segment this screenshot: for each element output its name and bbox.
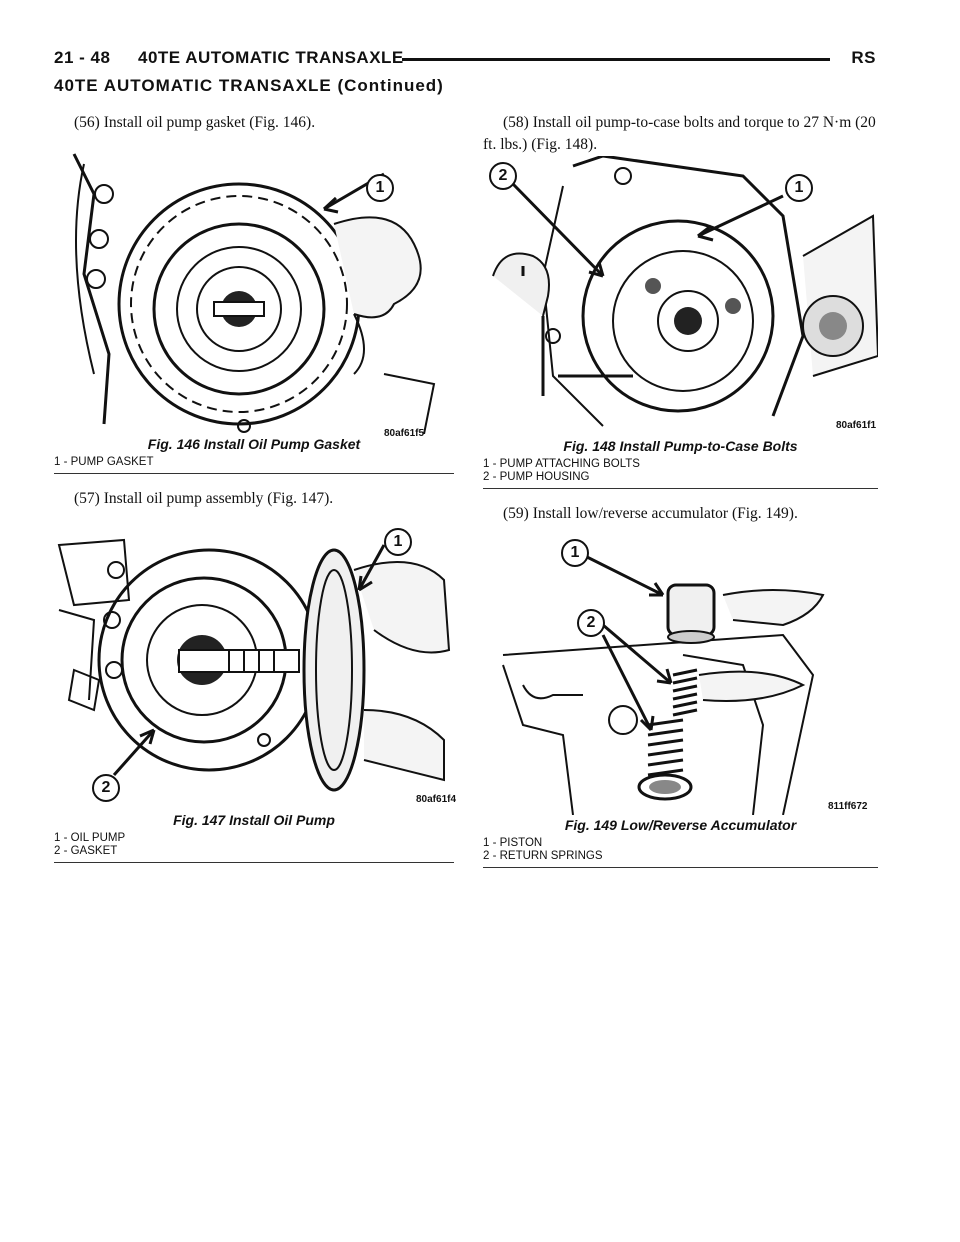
header-code: RS (851, 48, 876, 67)
header-title: 40TE AUTOMATIC TRANSAXLE (138, 48, 404, 67)
legend-item: 2 - RETURN SPRINGS (483, 850, 603, 862)
figure-legend: 1 - PUMP ATTACHING BOLTS 2 - PUMP HOUSIN… (483, 458, 878, 488)
oil-pump-illustration (57, 520, 451, 810)
legend-item: 2 - PUMP HOUSING (483, 471, 590, 483)
legend-item: 1 - PUMP ATTACHING BOLTS (483, 458, 640, 470)
legend-item: 1 - PISTON (483, 837, 543, 849)
header-rule (402, 58, 830, 61)
callout-2: 2 (92, 774, 120, 802)
figure-code: 811ff672 (828, 801, 868, 812)
callout-1: 1 (384, 528, 412, 556)
step-57: (57) Install oil pump assembly (Fig. 147… (74, 490, 334, 507)
figure-code: 80af61f1 (836, 420, 877, 431)
page-header: 21 - 48 40TE AUTOMATIC TRANSAXLE RS (50, 44, 878, 72)
figure-code: 80af61f5 (384, 428, 425, 439)
callout-1: 1 (785, 174, 813, 202)
callout-2: 2 (489, 162, 517, 190)
page-number: 21 - 48 (54, 48, 111, 67)
figure-caption: Fig. 149 Low/Reverse Accumulator (564, 817, 797, 833)
figure-caption: Fig. 147 Install Oil Pump (173, 812, 335, 828)
legend-item: 1 - PUMP GASKET (54, 456, 154, 468)
figure-147: 1 2 80af61f4 Fig. 147 Install Oil Pump 1… (54, 510, 457, 863)
figure-legend: 1 - PUMP GASKET (54, 456, 454, 473)
figure-149: 1 2 811ff672 Fig. 149 Low/Reverse Accumu… (483, 525, 878, 868)
step-58: (58) Install oil pump-to-case bolts and … (483, 114, 876, 153)
figure-148: 2 1 80af61f1 Fig. 148 Install Pump-to-Ca… (483, 156, 878, 489)
right-column: (58) Install oil pump-to-case bolts and … (483, 112, 878, 882)
figure-caption: Fig. 146 Install Oil Pump Gasket (147, 436, 361, 452)
figure-legend: 1 - OIL PUMP 2 - GASKET (54, 832, 454, 862)
left-column: (56) Install oil pump gasket (Fig. 146).… (54, 112, 457, 877)
legend-item: 2 - GASKET (54, 845, 118, 857)
figure-legend: 1 - PISTON 2 - RETURN SPRINGS (483, 837, 878, 867)
section-title: 40TE AUTOMATIC TRANSAXLE (Continued) (54, 76, 444, 95)
low-reverse-accumulator-illustration (483, 529, 878, 815)
legend-item: 1 - OIL PUMP (54, 832, 126, 844)
pump-to-case-bolts-illustration (483, 156, 878, 436)
oil-pump-gasket-illustration (64, 142, 444, 434)
figure-code: 80af61f4 (416, 794, 457, 805)
figure-146: 1 80af61f5 Fig. 146 Install Oil Pump Gas… (54, 134, 454, 474)
step-56: (56) Install oil pump gasket (Fig. 146). (74, 114, 316, 131)
callout-1: 1 (561, 539, 589, 567)
callout-1: 1 (366, 174, 394, 202)
figure-caption: Fig. 148 Install Pump-to-Case Bolts (563, 438, 798, 454)
callout-2: 2 (577, 609, 605, 637)
step-59: (59) Install low/reverse accumulator (Fi… (503, 505, 798, 522)
